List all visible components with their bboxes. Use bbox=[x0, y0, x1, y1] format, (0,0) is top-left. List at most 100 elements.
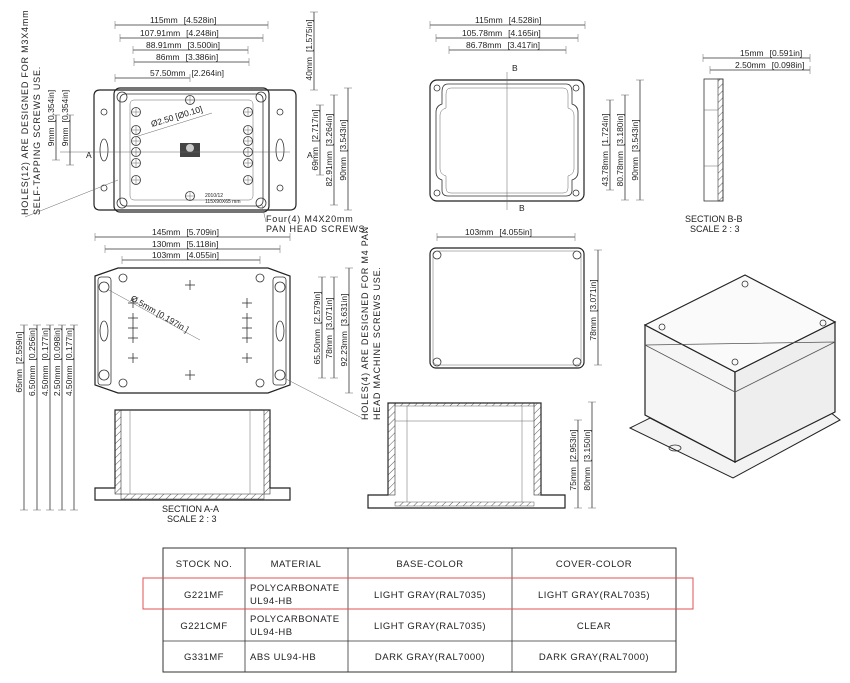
header-material: MATERIAL bbox=[271, 559, 322, 570]
dimension-horizontal: 130mm[5.118in] bbox=[104, 239, 281, 253]
dimension-mm: 86.78mm bbox=[466, 40, 501, 50]
dimension-mm: 4.50mm bbox=[40, 365, 50, 396]
cell-material: ABS UL94-HB bbox=[250, 652, 316, 663]
lid-outside-view bbox=[429, 247, 585, 369]
table-row: G331MF ABS UL94-HB DARK GRAY(RAL7000) DA… bbox=[184, 652, 649, 663]
dimension-mm: 65mm bbox=[14, 369, 24, 393]
dimension-mm: 2.50mm bbox=[735, 60, 766, 70]
screw-hole-icon bbox=[243, 107, 253, 117]
dimension-horizontal: 105.78mm [4.165in] bbox=[435, 28, 579, 42]
dimension-mm: 40mm bbox=[304, 57, 314, 81]
mounting-holes bbox=[99, 95, 285, 201]
dimension-mm: 115mm bbox=[150, 15, 178, 25]
section-b-b: SECTION B-B SCALE 2 : 3 bbox=[685, 78, 743, 234]
screw-hole-icon bbox=[243, 175, 253, 185]
screw-hole-icon bbox=[131, 158, 141, 168]
dimension-inch: [0.256in] bbox=[27, 328, 37, 361]
dimension-vertical: 65.50mm [2.579in] bbox=[312, 276, 326, 379]
dimension-label: 6.50mm [0.256in] bbox=[27, 328, 37, 396]
header-base-color: BASE-COLOR bbox=[396, 559, 463, 570]
dimension-label: 65mm[2.559in] bbox=[14, 331, 24, 392]
cell-material-2: UL94-HB bbox=[250, 596, 293, 607]
dimension-mm: 65.50mm bbox=[312, 329, 322, 364]
cross-mark-icon bbox=[242, 313, 252, 323]
table-row: G221MF POLYCARBONATE UL94-HB LIGHT GRAY(… bbox=[184, 583, 650, 607]
cell-base-color: LIGHT GRAY(RAL7035) bbox=[374, 621, 486, 632]
dimension-mm: 92.23mm bbox=[339, 331, 349, 366]
dimension-label: 9mm[0.354in] bbox=[60, 90, 70, 147]
dimension-vertical: 6.50mm [0.256in] bbox=[27, 324, 41, 511]
dimension-inch: [1.575in] bbox=[304, 19, 314, 52]
flange-hole-icon bbox=[100, 184, 108, 192]
dimension-label: 86mm[3.386in] bbox=[156, 52, 218, 62]
dimension-inch: [4.055in] bbox=[499, 227, 532, 237]
cross-mark-icon bbox=[242, 298, 252, 308]
dimension-inch: [4.528in] bbox=[509, 15, 542, 25]
dimension-label: 78mm[3.071in] bbox=[324, 297, 334, 358]
dimension-horizontal: 107.91mm[4.248in] bbox=[119, 28, 264, 42]
dimension-horizontal: 2.50mm [0.098in] bbox=[709, 60, 811, 74]
section-a-a-title: SECTION A-A bbox=[162, 504, 219, 514]
dimension-label: 86.78mm[3.417in] bbox=[466, 40, 540, 50]
keyhole-slot-icon bbox=[99, 138, 109, 162]
screw-hole-icon bbox=[131, 107, 141, 117]
dimension-inch: [3.150in] bbox=[582, 429, 592, 462]
dimension-label: 103mm[4.055in] bbox=[465, 227, 532, 237]
dimension-vertical: 80mm[3.150in] bbox=[582, 401, 596, 509]
dimension-vertical: 80.78mm[3.180in] bbox=[615, 94, 629, 201]
dimension-label: 4.50mm[0.177in] bbox=[64, 328, 74, 396]
dimension-horizontal: 145mm[5.709in] bbox=[94, 227, 291, 241]
label-size: 115X90X65 mm bbox=[205, 199, 240, 205]
cross-mark-icon bbox=[242, 333, 252, 343]
screw-hole-icon bbox=[185, 191, 195, 201]
keyhole-slot-icon bbox=[275, 138, 285, 162]
dimension-mm: 105.78mm bbox=[462, 28, 502, 38]
cross-mark-icon bbox=[128, 353, 138, 363]
cell-cover-color: LIGHT GRAY(RAL7035) bbox=[538, 590, 650, 601]
screw-note-line1: Four(4) M4X20mm bbox=[266, 214, 354, 224]
header-cover-color: COVER-COLOR bbox=[556, 559, 632, 570]
section-a-a: SECTION A-A SCALE 2 : 3 bbox=[94, 409, 291, 524]
dimension-label: 105.78mm [4.165in] bbox=[462, 28, 541, 38]
dimension-vertical: 92.23mm[3.631in] bbox=[339, 267, 353, 394]
dimension-mm: 130mm bbox=[152, 239, 180, 249]
dimension-mm: 90mm bbox=[338, 157, 348, 181]
dimension-label: 43.78mm [1.724in] bbox=[600, 113, 610, 186]
dimension-mm: 145mm bbox=[152, 227, 180, 237]
section-mark-b-top: B bbox=[512, 63, 518, 73]
dimension-label: 80.78mm[3.180in] bbox=[615, 113, 625, 186]
dimension-inch: [3.500in] bbox=[187, 40, 220, 50]
dimension-inch: [0.098in] bbox=[772, 60, 805, 70]
dimension-inch: [2.579in] bbox=[312, 291, 322, 324]
dimension-inch: [2.953in] bbox=[568, 429, 578, 462]
dimension-vertical: 90mm[3.543in] bbox=[630, 79, 644, 201]
dimension-horizontal: 86mm[3.386in] bbox=[133, 52, 250, 66]
cross-mark-icon bbox=[128, 333, 138, 343]
dimension-mm: 43.78mm bbox=[600, 151, 610, 186]
cell-stock: G331MF bbox=[184, 652, 224, 663]
dimension-inch: [0.098in] bbox=[52, 328, 62, 361]
screw-hole-icon bbox=[131, 175, 141, 185]
dimension-mm: 6.50mm bbox=[27, 365, 37, 396]
section-a-a-scale: SCALE 2 : 3 bbox=[167, 514, 217, 524]
dimension-label: 80mm[3.150in] bbox=[582, 429, 592, 490]
dimension-inch: [0.177in] bbox=[64, 328, 74, 361]
cover-inside-view: B B bbox=[429, 63, 585, 213]
dimension-inch: [1.724in] bbox=[600, 113, 610, 146]
cell-stock: G221CMF bbox=[180, 621, 227, 632]
dimension-vertical: 4.50mm[0.177in] bbox=[40, 324, 54, 511]
dimension-mm: 78mm bbox=[588, 317, 598, 341]
dimension-horizontal: 103mm[4.055in] bbox=[436, 227, 576, 241]
dimension-label: 88.91mm[3.500in] bbox=[146, 40, 220, 50]
dimension-inch: [4.165in] bbox=[508, 28, 541, 38]
screw-hole-icon bbox=[243, 158, 253, 168]
dimension-inch: [2.264in] bbox=[191, 68, 224, 78]
dimension-label: 145mm[5.709in] bbox=[152, 227, 219, 237]
dimension-mm: 80.78mm bbox=[615, 151, 625, 186]
m4-holes-note-line2: HEAD MACHINE SCREWS USE. bbox=[372, 266, 382, 420]
dimension-inch: [3.543in] bbox=[630, 119, 640, 152]
dimension-label: 78mm[3.071in] bbox=[588, 279, 598, 340]
dimension-inch: [0.591in] bbox=[770, 48, 803, 58]
dimension-label: 2.50mm [0.098in] bbox=[735, 60, 804, 70]
